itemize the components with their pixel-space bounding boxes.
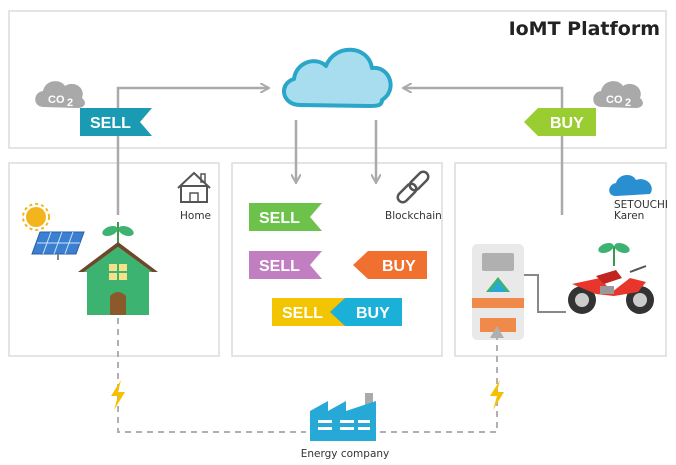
sell-tag-yellow: SELL — [272, 298, 345, 326]
buy-tag-orange: BUY — [353, 251, 427, 279]
co2-label-left: CO — [48, 94, 65, 106]
karen-small-label: SETOUCHI — [614, 199, 668, 211]
home-to-cloud-line — [116, 88, 268, 215]
blockchain-label: Blockchain — [385, 210, 442, 222]
co2-label-right: CO — [606, 94, 623, 106]
svg-text:BUY: BUY — [382, 258, 416, 275]
cloud-icon — [282, 47, 393, 108]
karen-name-label: Karen — [614, 210, 644, 222]
sell-tag-green: SELL — [249, 203, 322, 231]
factory-icon — [310, 393, 376, 441]
karen-logo-icon — [609, 174, 652, 196]
chain-link-icon — [396, 170, 430, 204]
co2-cloud-icon: CO 2 — [593, 81, 643, 109]
sell-tag: SELL — [80, 108, 152, 136]
home-outline-icon — [177, 171, 211, 203]
co2-sub-right: 2 — [625, 97, 631, 109]
svg-text:BUY: BUY — [356, 305, 390, 322]
solar-panel-icon — [31, 231, 85, 260]
motorcycle-icon — [568, 265, 654, 314]
svg-text:SELL: SELL — [90, 115, 131, 132]
charging-station-icon — [472, 244, 566, 340]
co2-cloud-icon: CO 2 — [35, 81, 85, 109]
sell-tag-purple: SELL — [249, 251, 322, 279]
buy-tag-blue: BUY — [330, 298, 402, 326]
house-icon — [78, 242, 158, 315]
home-label: Home — [180, 210, 211, 222]
energy-dashed-line — [117, 318, 498, 433]
svg-text:SELL: SELL — [259, 210, 300, 227]
svg-text:SELL: SELL — [259, 258, 300, 275]
energy-company-label: Energy company — [301, 448, 390, 460]
platform-title: IoMT Platform — [509, 18, 660, 40]
sprout-icon — [598, 242, 630, 266]
buy-tag: BUY — [524, 108, 596, 136]
cloud-to-karen-line — [404, 88, 564, 215]
svg-text:BUY: BUY — [550, 115, 584, 132]
station-arrowhead — [490, 326, 504, 338]
sun-icon — [22, 203, 50, 231]
lightning-icon — [111, 380, 125, 410]
co2-sub-left: 2 — [67, 97, 73, 109]
lightning-icon — [490, 380, 504, 410]
svg-text:SELL: SELL — [282, 305, 323, 322]
sprout-icon — [102, 222, 134, 244]
